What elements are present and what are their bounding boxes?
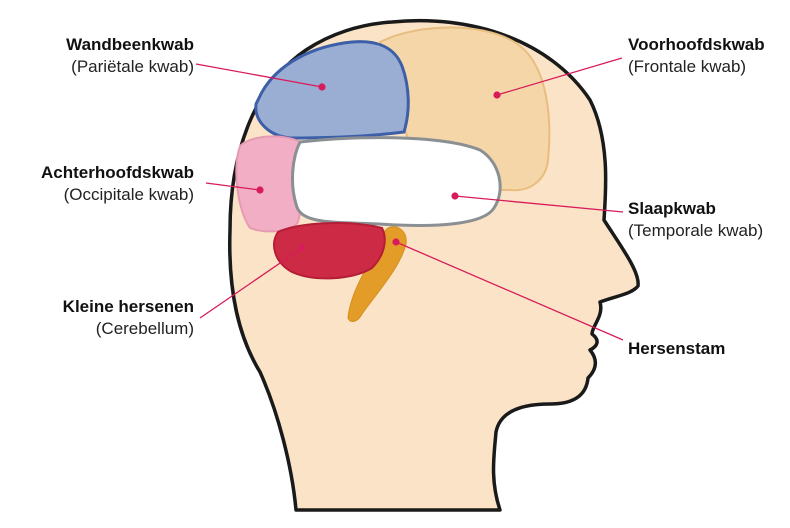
label-cerebellum: Kleine hersenen (Cerebellum) (63, 296, 194, 340)
label-brain-stem: Hersenstam (628, 338, 725, 360)
label-parietal-name: Wandbeenkwab (66, 34, 194, 56)
cerebellum (274, 223, 385, 278)
parietal-lobe (256, 42, 408, 138)
label-temporal-latin: (Temporale kwab) (628, 220, 763, 242)
label-frontal-name: Voorhoofdskwab (628, 34, 765, 56)
label-temporal-lobe: Slaapkwab (Temporale kwab) (628, 198, 763, 242)
label-cerebellum-latin: (Cerebellum) (63, 318, 194, 340)
label-parietal-latin: (Pariëtale kwab) (66, 56, 194, 78)
label-stem-name: Hersenstam (628, 338, 725, 360)
marker-cerebellum (298, 244, 305, 251)
label-frontal-latin: (Frontale kwab) (628, 56, 765, 78)
label-occipital-lobe: Achterhoofdskwab (Occipitale kwab) (41, 162, 194, 206)
label-temporal-name: Slaapkwab (628, 198, 763, 220)
label-occipital-latin: (Occipitale kwab) (41, 184, 194, 206)
marker-temporal (451, 192, 458, 199)
marker-occipital (256, 186, 263, 193)
marker-parietal (318, 83, 325, 90)
temporal-lobe (293, 138, 501, 226)
marker-frontal (493, 91, 500, 98)
label-frontal-lobe: Voorhoofdskwab (Frontale kwab) (628, 34, 765, 78)
label-occipital-name: Achterhoofdskwab (41, 162, 194, 184)
label-parietal-lobe: Wandbeenkwab (Pariëtale kwab) (66, 34, 194, 78)
label-cerebellum-name: Kleine hersenen (63, 296, 194, 318)
marker-stem (392, 238, 399, 245)
